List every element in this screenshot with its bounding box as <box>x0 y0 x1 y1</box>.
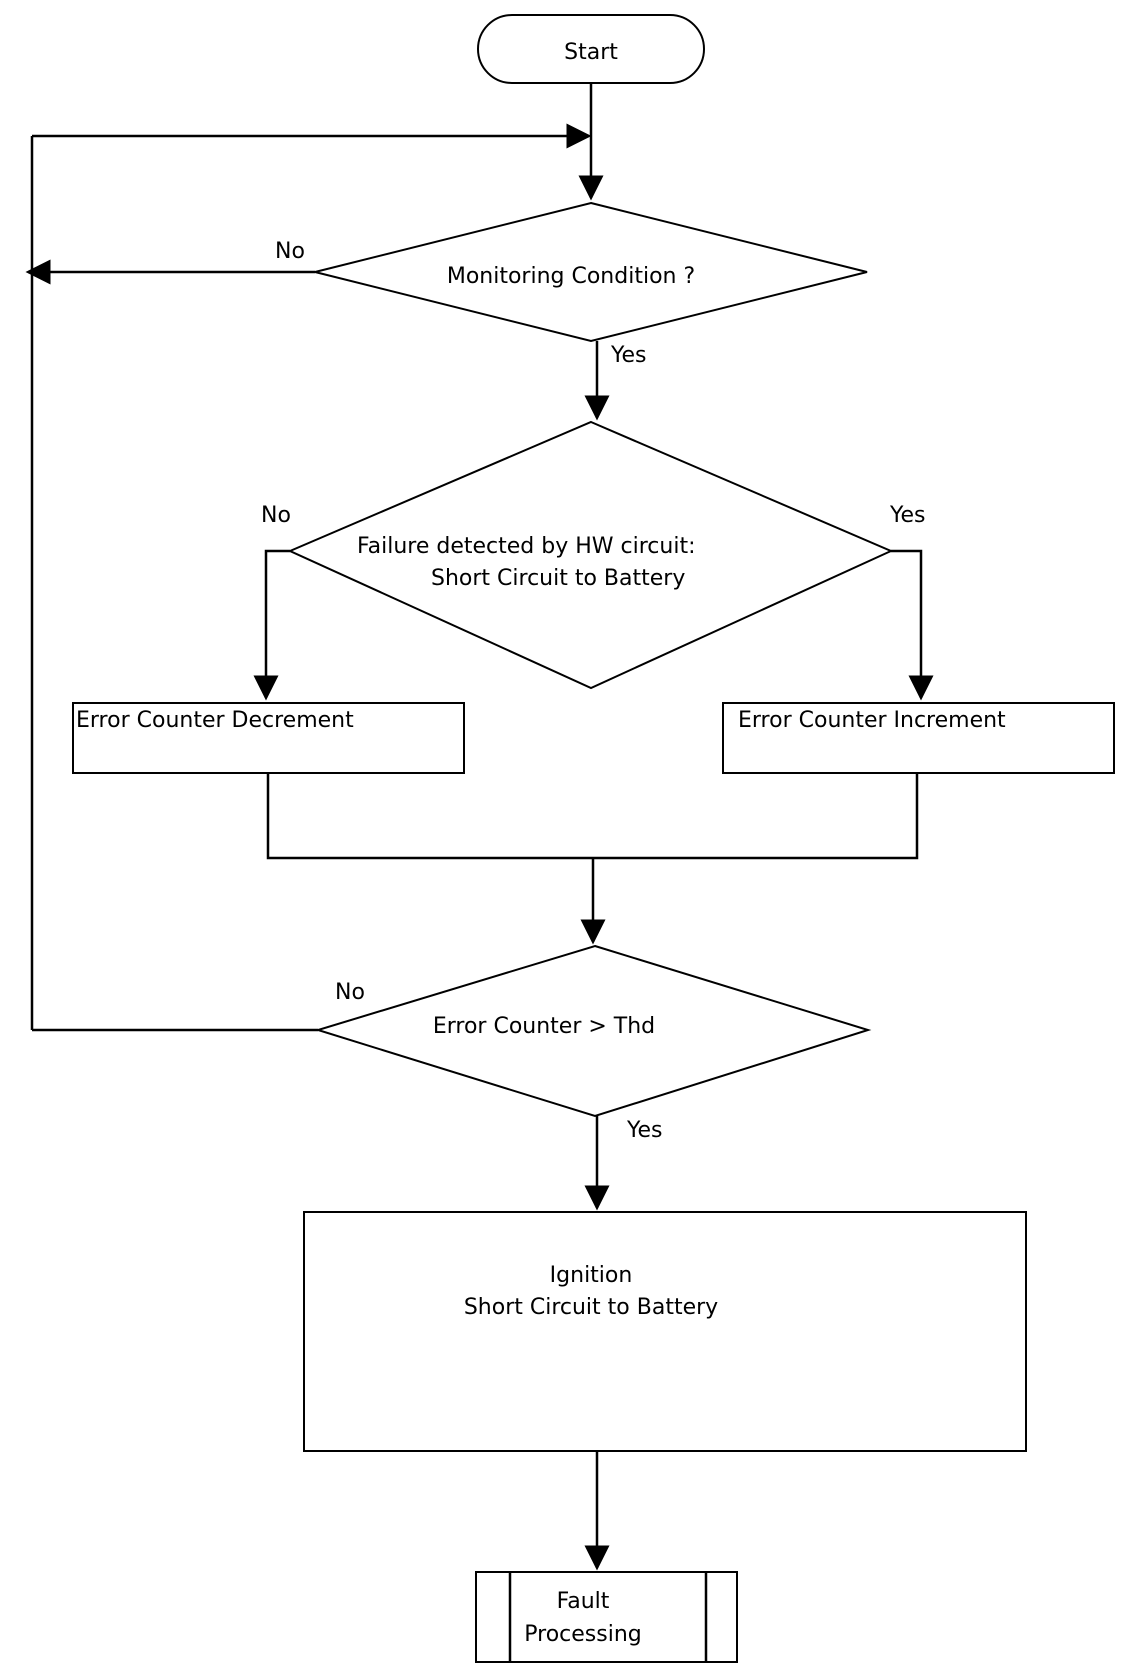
fault-processing-label-line1: Fault <box>557 1589 610 1614</box>
failure-detected-label-line1: Failure detected by HW circuit: <box>357 534 695 559</box>
threshold-no-label: No <box>335 980 365 1005</box>
failure-no-label: No <box>261 503 291 528</box>
monitoring-condition-decision <box>314 201 868 343</box>
ignition-label-line2: Short Circuit to Battery <box>464 1295 718 1320</box>
fault-processing-label-line2: Processing <box>524 1622 641 1647</box>
fault-processing-box <box>475 1571 738 1663</box>
error-counter-decrement-label: Error Counter Decrement <box>76 708 354 733</box>
monitoring-condition-label: Monitoring Condition ? <box>447 264 695 289</box>
threshold-yes-label: Yes <box>626 1118 663 1143</box>
connector-failure-no <box>253 549 290 701</box>
error-counter-increment-box <box>722 702 1115 774</box>
failure-detected-decision <box>287 420 894 690</box>
error-counter-decrement-box <box>72 702 465 774</box>
monitoring-yes-label: Yes <box>610 343 647 368</box>
failure-yes-label: Yes <box>889 503 926 528</box>
error-counter-increment-label: Error Counter Increment <box>738 708 1006 733</box>
ignition-box <box>303 1211 1027 1452</box>
connector-failure-yes <box>891 549 934 701</box>
failure-detected-label-line2: Short Circuit to Battery <box>431 566 685 591</box>
monitoring-no-label: No <box>275 239 305 264</box>
connector-merge <box>266 773 919 860</box>
threshold-decision <box>314 944 872 1118</box>
ignition-label-line1: Ignition <box>550 1263 633 1288</box>
threshold-label: Error Counter > Thd <box>433 1014 655 1039</box>
start-label: Start <box>564 40 618 65</box>
